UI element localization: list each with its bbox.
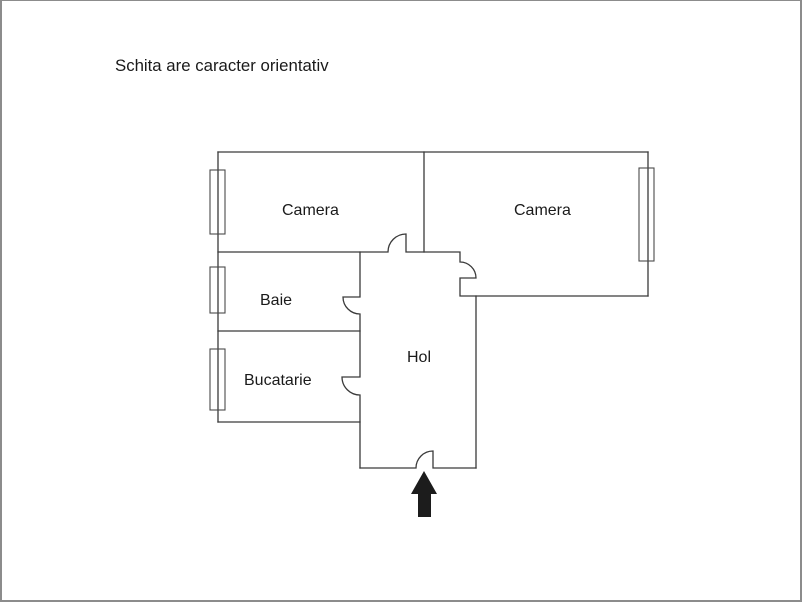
room-label-camera-1: Camera (282, 202, 339, 219)
window-bucatarie (209, 348, 226, 411)
room-label-baie: Baie (260, 292, 292, 309)
walls (217, 151, 649, 469)
wall-hol-left (341, 251, 361, 469)
room-label-hol: Hol (407, 349, 431, 366)
window-camera-1 (209, 169, 226, 235)
wall-hol-bottom (359, 450, 477, 469)
room-label-bucatarie: Bucatarie (244, 372, 312, 389)
wall-camera-2-bottom (217, 233, 649, 297)
room-label-camera-2: Camera (514, 202, 571, 219)
entrance-arrow-icon (411, 471, 437, 517)
window-camera-2 (638, 167, 655, 262)
window-baie (209, 266, 226, 314)
plan-disclaimer-title: Schita are caracter orientativ (115, 56, 329, 75)
windows (209, 167, 655, 411)
